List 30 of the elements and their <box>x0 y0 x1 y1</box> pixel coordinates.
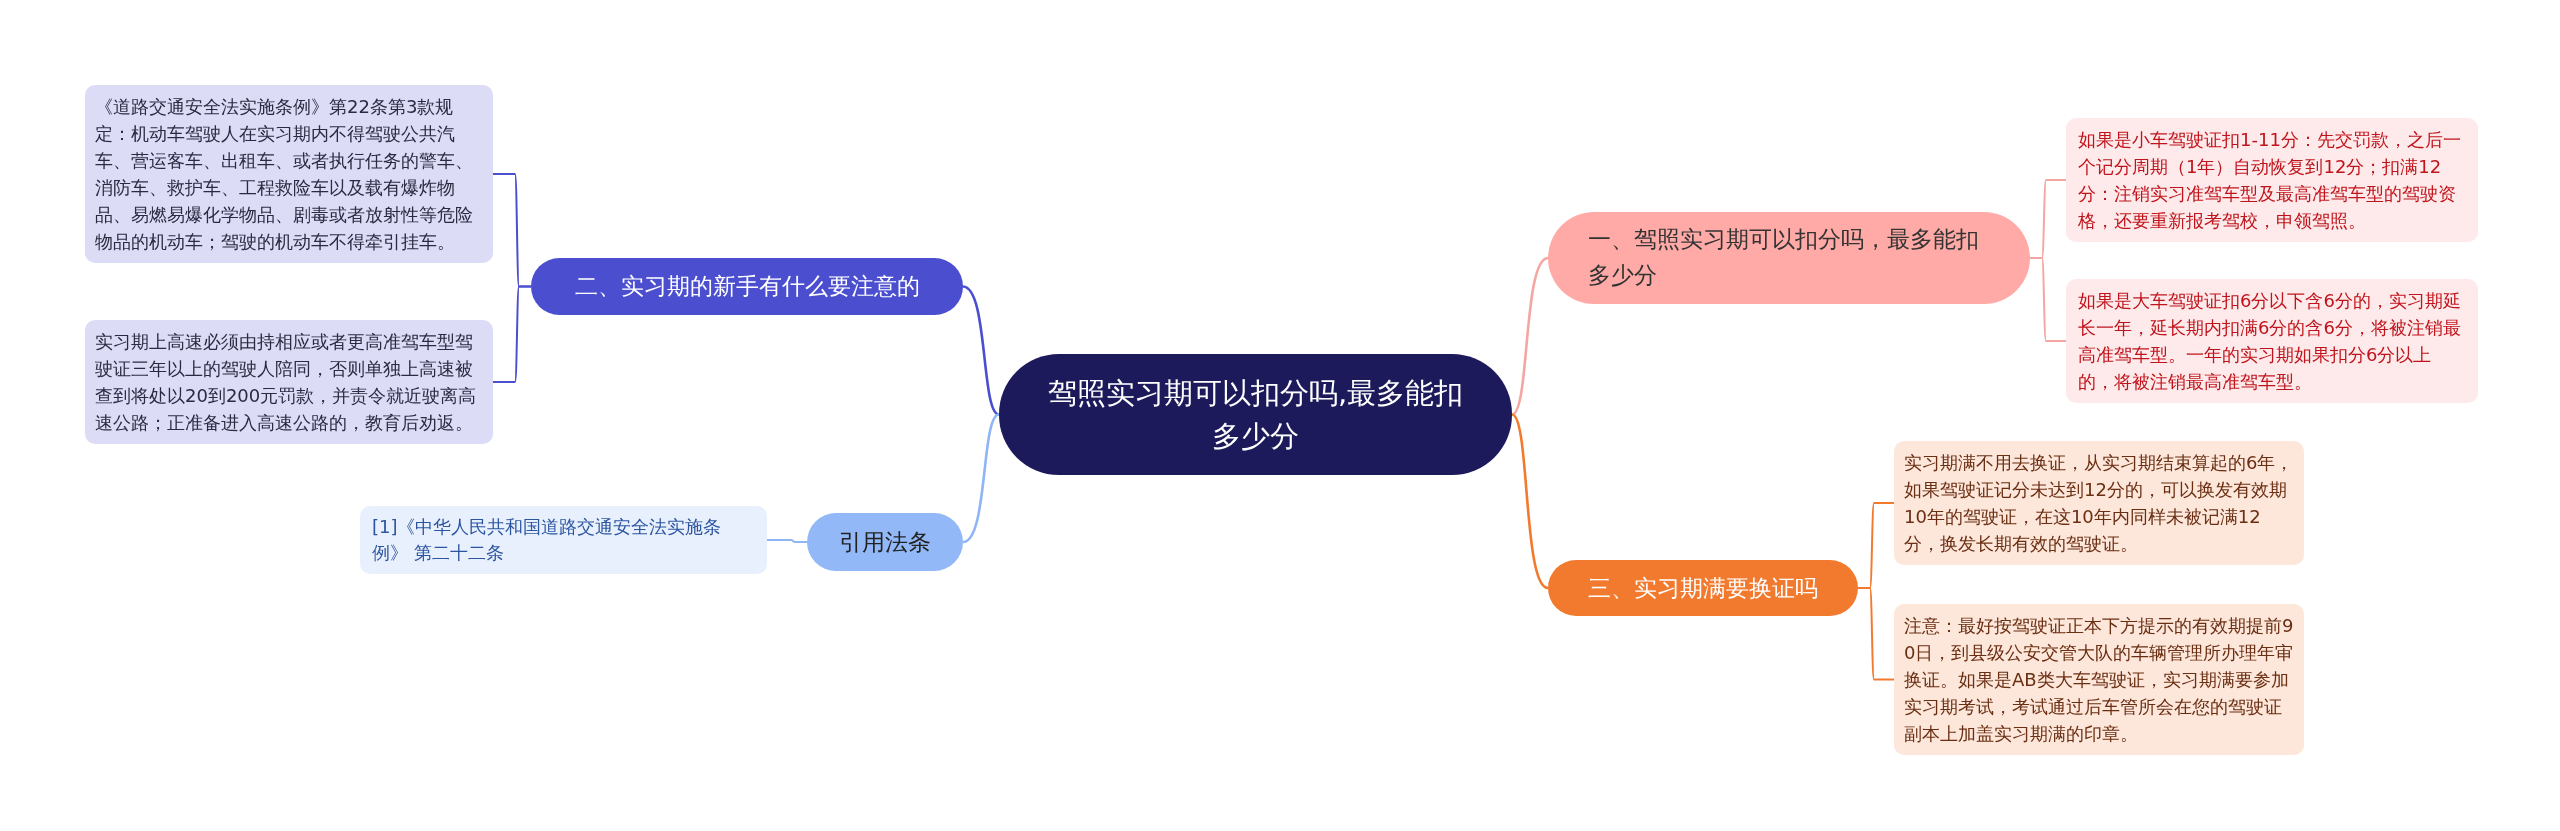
note-card <box>1894 441 2304 565</box>
node-text: 二、实习期的新手有什么要注意的 <box>574 272 920 302</box>
topic-box <box>531 258 963 315</box>
connector <box>2029 257 2067 342</box>
connector <box>1857 587 1895 681</box>
connector <box>962 285 1000 416</box>
node-text: 《道路交通安全法实施条例》第22条第3款规定：机动车驾驶人在实习期内不得驾驶公共汽车、营运客车、出租车、或者执行任务的警车、消防车、救护车、工程救险车以及载有爆炸物品、易燃易爆化学物品、剧毒或者放射性等危险物品的机动车；驾驶的机动车不得牵引挂车。 <box>95 95 474 254</box>
node-text: 三、实习期满要换证吗 <box>1588 573 1818 603</box>
connector <box>962 413 1000 544</box>
node-text: 如果是小车驾驶证扣1-11分：先交罚款，之后一个记分周期（1年）自动恢复到12分；扣满12分：注销实习准驾车型及最高准驾车型的驾驶资格，还要重新报考驾校，申领驾照。 <box>2078 128 2462 233</box>
note-card <box>2066 118 2478 242</box>
topic-box <box>1548 560 1858 616</box>
connector <box>1511 413 1549 590</box>
node-text: 引用法条 <box>839 527 931 557</box>
note-card <box>85 85 493 263</box>
note-card <box>1894 604 2304 755</box>
node-text: 实习期满不用去换证，从实习期结束算起的6年，如果驾驶证记分未达到12分的，可以换发有效期10年的驾驶证，在这10年内同样未被记满12分，换发长期有效的驾驶证。 <box>1904 451 2294 556</box>
node-text: 如果是大车驾驶证扣6分以下含6分的，实习期延长一年，延长期内扣满6分的含6分，将被注销最高准驾车型。一年的实习期如果扣分6分以上的，将被注销最高准驾车型。 <box>2078 289 2462 394</box>
node-text: 一、驾照实习期可以扣分吗，最多能扣多少分 <box>1588 225 1980 290</box>
connector <box>766 539 808 543</box>
node-text: [1]《中华人民共和国道路交通安全法实施条例》 第二十二条 <box>372 515 723 566</box>
topic-box <box>807 513 963 571</box>
citation-card <box>360 506 767 575</box>
connector <box>492 285 532 383</box>
node-text: 实习期上高速必须由持相应或者更高准驾车型驾驶证三年以上的驾驶人陪同，否则单独上高速被查到将处以20到200元罚款，并责令就近驶离高速公路；正准备进入高速公路的，教育后劝返。 <box>95 330 478 435</box>
note-card <box>85 320 493 444</box>
note-card <box>2066 279 2478 403</box>
node-text: 注意：最好按驾驶证正本下方提示的有效期提前90日，到县级公安交管大队的车辆管理所办理年审换证。如果是AB类大车驾驶证，实习期满要参加实习期考试，考试通过后车管所会在您的驾驶证副本上加盖实习期满的印章。 <box>1904 614 2294 746</box>
node-text: 驾照实习期可以扣分吗,最多能扣多少分 <box>1046 375 1465 455</box>
connector <box>1511 256 1549 416</box>
